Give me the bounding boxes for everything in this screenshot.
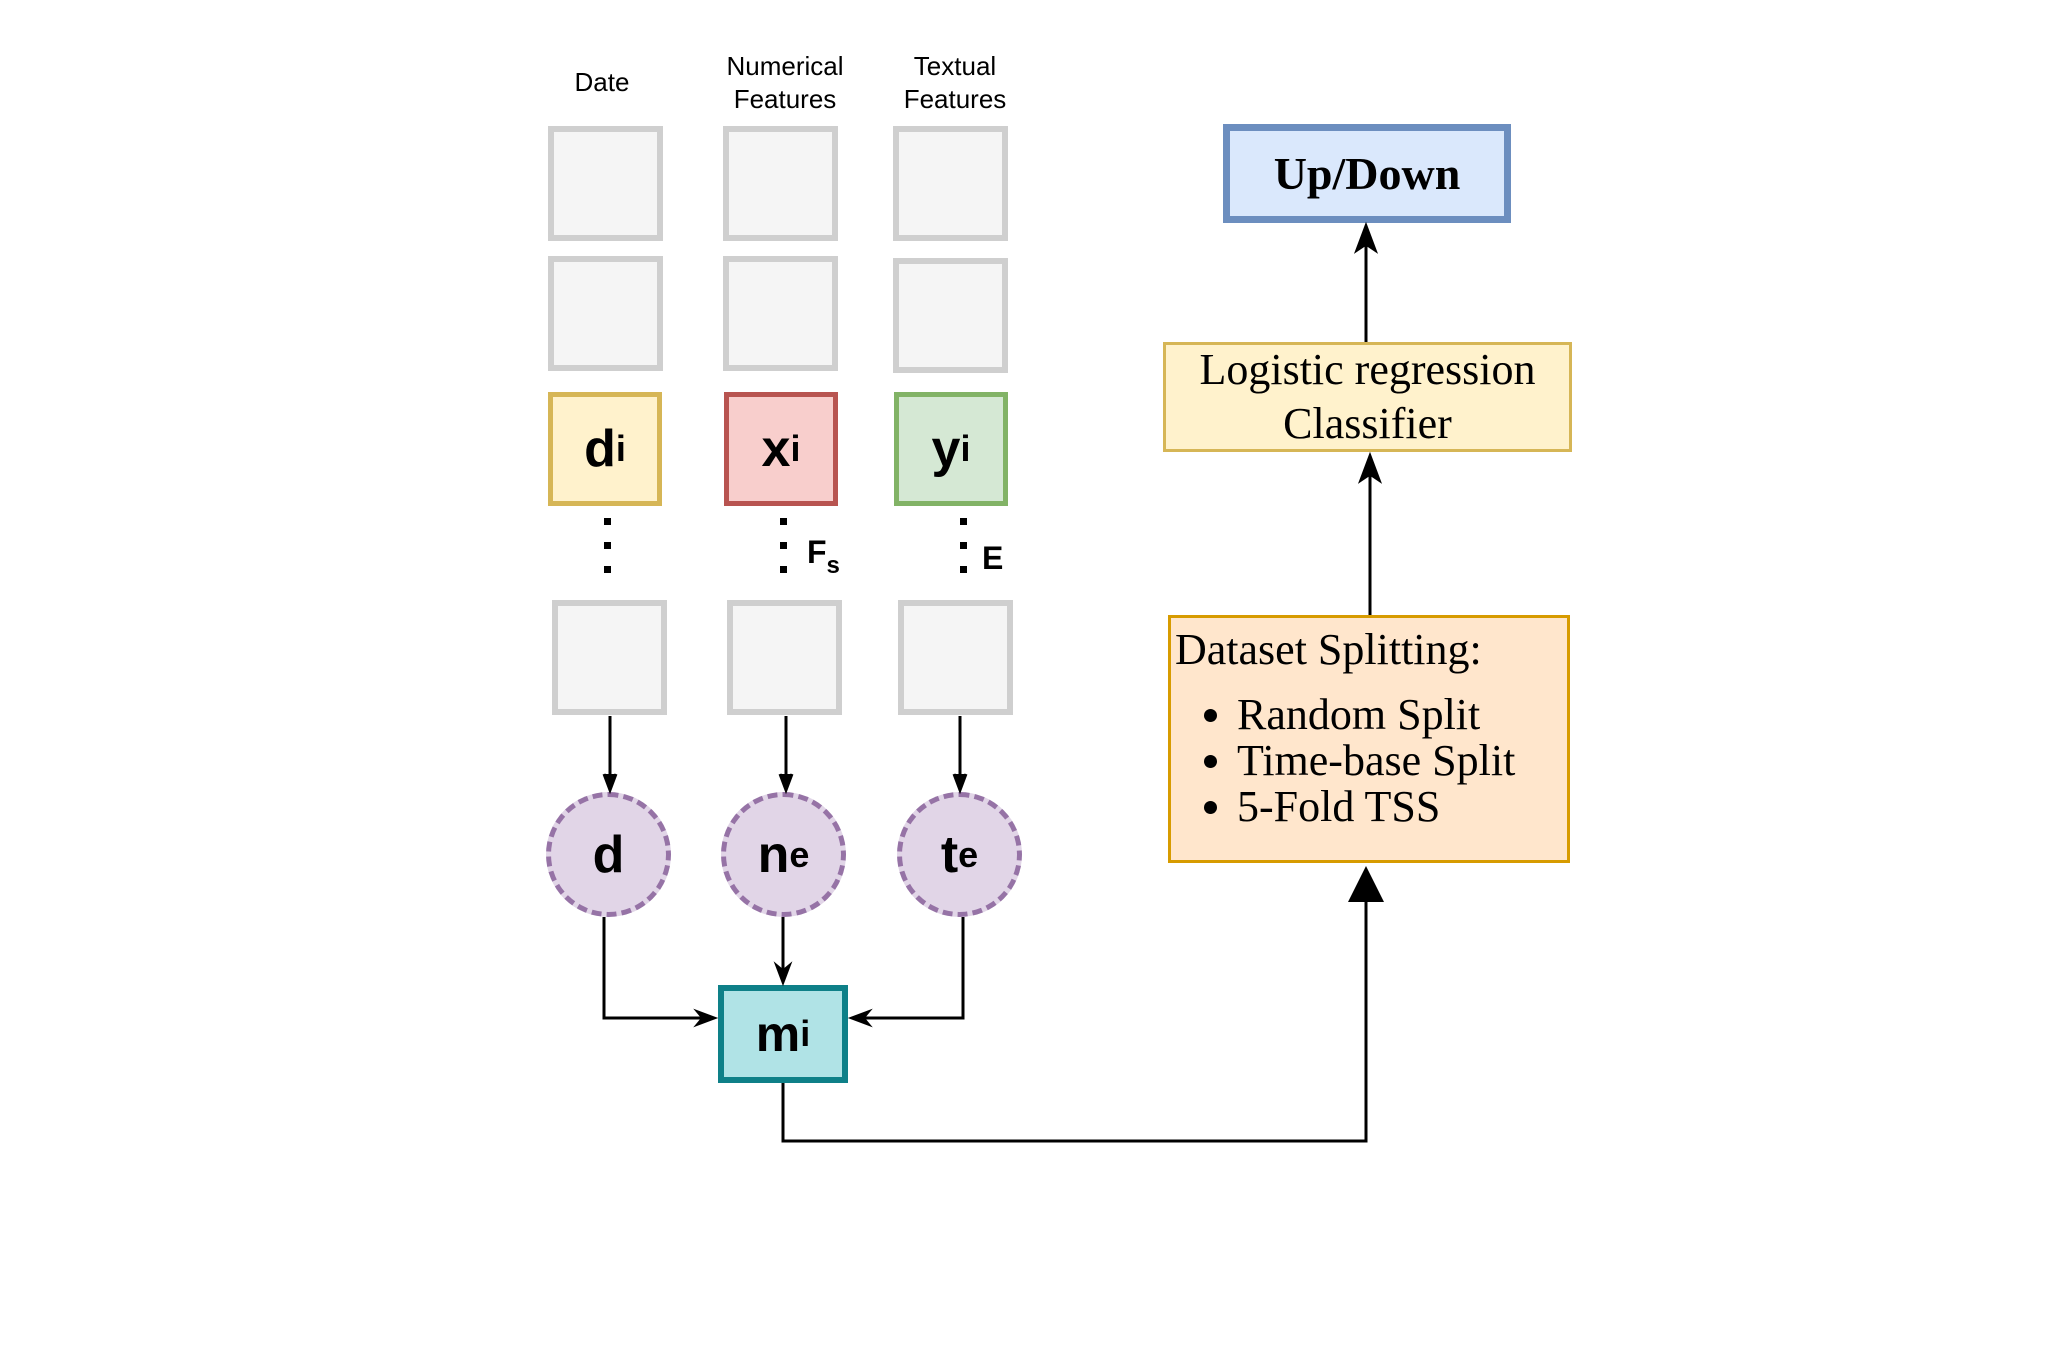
splitting-title: Dataset Splitting: xyxy=(1175,625,1482,674)
numerical-header-line1: Numerical xyxy=(726,51,844,81)
numerical-cell xyxy=(723,256,838,371)
splitting-item: Time-base Split xyxy=(1237,738,1567,784)
classifier-line2: Classifier xyxy=(1283,399,1452,448)
classifier-box: Logistic regression Classifier xyxy=(1163,342,1572,452)
textual-feature-base: y xyxy=(931,420,961,478)
date-ellipsis xyxy=(604,518,612,590)
numerical-header-line2: Features xyxy=(733,84,837,114)
numerical-cell xyxy=(727,600,842,715)
date-header: Date xyxy=(574,67,630,97)
dataset-splitting-box: Dataset Splitting: Random Split Time-bas… xyxy=(1168,615,1570,863)
arrow-merge-to-splitting xyxy=(781,896,1368,1143)
feature-size-annotation: Fs xyxy=(807,534,840,578)
arrow-textual-node-to-merge xyxy=(852,917,965,1020)
numerical-ellipsis xyxy=(780,518,788,590)
date-node-base: d xyxy=(592,825,625,884)
embedding-annotation: E xyxy=(982,540,1004,576)
merged-base: m xyxy=(755,1006,801,1062)
splitting-item: Random Split xyxy=(1237,692,1567,738)
textual-features-header: Textual Features xyxy=(880,50,1030,116)
output-box: Up/Down xyxy=(1223,124,1511,223)
splitting-item: 5-Fold TSS xyxy=(1237,784,1567,830)
textual-cell xyxy=(893,258,1008,373)
feature-size-base: F xyxy=(807,534,827,570)
date-embedding-node: d xyxy=(546,792,671,917)
date-feature-base: d xyxy=(584,420,616,478)
textual-cell xyxy=(898,600,1013,715)
classifier-line1: Logistic regression xyxy=(1199,345,1536,394)
textual-node-base: t xyxy=(940,825,959,884)
date-cell xyxy=(552,600,667,715)
splitting-list: Random Split Time-base Split 5-Fold TSS xyxy=(1175,692,1567,830)
arrow-date-node-to-merge xyxy=(602,917,714,1020)
textual-ellipsis xyxy=(960,518,968,590)
textual-header-line1: Textual xyxy=(913,51,997,81)
numerical-features-header: Numerical Features xyxy=(700,50,870,116)
feature-size-sub: s xyxy=(826,552,840,579)
numerical-node-base: n xyxy=(757,825,790,884)
date-cell xyxy=(548,126,663,241)
date-cell xyxy=(548,256,663,371)
textual-header-line2: Features xyxy=(903,84,1007,114)
numerical-cell xyxy=(723,126,838,241)
numerical-feature-base: x xyxy=(761,420,791,478)
textual-cell xyxy=(893,126,1008,241)
